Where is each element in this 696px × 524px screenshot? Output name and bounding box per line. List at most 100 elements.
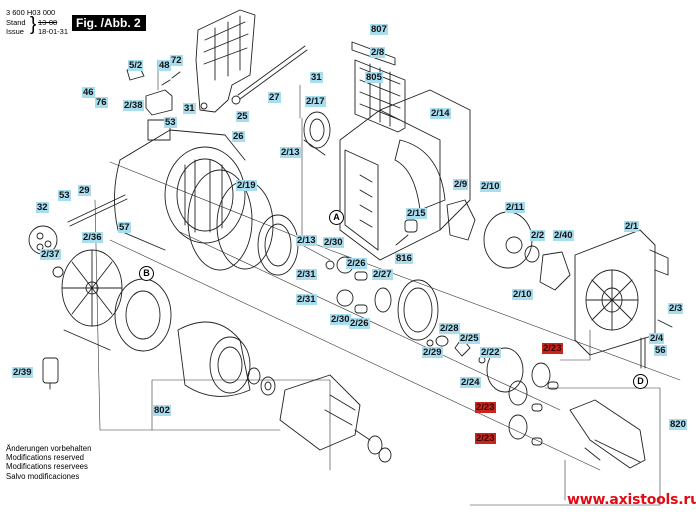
document-number: 3 600 H03 000 [6, 8, 56, 17]
part-label-2-31[interactable]: 2/31 [296, 269, 317, 280]
part-label-46[interactable]: 46 [82, 87, 95, 98]
shaft-29 [67, 194, 128, 227]
rings-2-19 [187, 169, 274, 271]
part-label-2-2[interactable]: 2/2 [530, 230, 546, 241]
part-label-32[interactable]: 32 [36, 202, 49, 213]
internal-ring-gear [397, 279, 439, 341]
part-label-2-36[interactable]: 2/36 [82, 232, 103, 243]
part-label-2-26[interactable]: 2/26 [349, 318, 370, 329]
part-label-2-38[interactable]: 2/38 [123, 100, 144, 111]
part-label-2-23[interactable]: 2/23 [475, 402, 496, 413]
deflector-plate [195, 9, 256, 113]
part-label-48[interactable]: 48 [158, 60, 171, 71]
part-label-2-31[interactable]: 2/31 [296, 294, 317, 305]
part-label-76[interactable]: 76 [95, 97, 108, 108]
part-label-2-30[interactable]: 2/30 [323, 237, 344, 248]
part-label-2-10[interactable]: 2/10 [480, 181, 501, 192]
part-label-2-26[interactable]: 2/26 [346, 258, 367, 269]
gasket-2-9 [446, 199, 476, 241]
motor-housing [113, 119, 246, 251]
reference-marker-b: B [139, 266, 154, 281]
part-label-2-13[interactable]: 2/13 [280, 147, 301, 158]
note-line: Modifications reservees [6, 462, 88, 472]
part-label-2-13[interactable]: 2/13 [296, 235, 317, 246]
pump-housing-2-14 [339, 89, 471, 261]
part-label-31[interactable]: 31 [310, 72, 323, 83]
pinion-parts [426, 335, 524, 393]
washer-2-37 [52, 266, 64, 278]
screw-2-15 [395, 219, 418, 246]
bolt-2-3 [657, 319, 673, 328]
part-label-805[interactable]: 805 [365, 72, 383, 83]
output-gears-2-23 [508, 362, 559, 446]
leader-lines [94, 59, 681, 506]
part-label-57[interactable]: 57 [118, 222, 131, 233]
part-label-31[interactable]: 31 [183, 103, 196, 114]
part-label-2-10[interactable]: 2/10 [512, 289, 533, 300]
note-line: Modifications reserved [6, 453, 85, 463]
capacitor-2-39 [42, 357, 59, 390]
part-label-2-23[interactable]: 2/23 [475, 433, 496, 444]
part-label-816[interactable]: 816 [395, 253, 413, 264]
part-label-26[interactable]: 26 [232, 131, 245, 142]
pin-56 [640, 337, 646, 369]
part-label-27[interactable]: 27 [268, 92, 281, 103]
impeller-2-11 [483, 211, 533, 269]
stand-date: 13-08 [38, 18, 58, 27]
part-label-820[interactable]: 820 [669, 419, 687, 430]
brace-glyph: } [30, 14, 37, 35]
reference-marker-d: D [633, 374, 648, 389]
part-label-25[interactable]: 25 [236, 111, 249, 122]
part-label-5-2[interactable]: 5/2 [128, 60, 144, 71]
reference-marker-a: A [329, 210, 344, 225]
part-label-2-29[interactable]: 2/29 [422, 347, 443, 358]
part-label-2-39[interactable]: 2/39 [12, 367, 33, 378]
bushing-2-2 [524, 245, 540, 263]
armature [279, 374, 371, 451]
rod-27 [231, 45, 308, 105]
part-label-2-15[interactable]: 2/15 [406, 208, 427, 219]
issue-label: Issue [6, 27, 24, 36]
part-label-2-28[interactable]: 2/28 [439, 323, 460, 334]
fan-2-36 [61, 249, 123, 327]
part-label-2-19[interactable]: 2/19 [236, 180, 257, 191]
part-label-2-24[interactable]: 2/24 [460, 377, 481, 388]
part-label-2-22[interactable]: 2/22 [480, 347, 501, 358]
stator-802 [177, 321, 251, 397]
part-label-2-1[interactable]: 2/1 [624, 221, 640, 232]
end-bell [63, 278, 172, 352]
part-label-2-8[interactable]: 2/8 [370, 47, 386, 58]
part-label-2-27[interactable]: 2/27 [372, 269, 393, 280]
part-label-2-25[interactable]: 2/25 [459, 333, 480, 344]
part-label-2-40[interactable]: 2/40 [553, 230, 574, 241]
part-label-29[interactable]: 29 [78, 185, 91, 196]
watermark-link[interactable]: www.axistools.ru [567, 492, 696, 508]
output-shaft-820 [569, 399, 646, 469]
part-label-72[interactable]: 72 [170, 55, 183, 66]
part-label-53[interactable]: 53 [164, 117, 177, 128]
part-label-2-30[interactable]: 2/30 [330, 314, 351, 325]
pins-48-72 [161, 71, 181, 86]
part-label-2-9[interactable]: 2/9 [453, 179, 469, 190]
bearings [247, 367, 276, 396]
part-label-807[interactable]: 807 [370, 24, 388, 35]
part-label-2-37[interactable]: 2/37 [40, 249, 61, 260]
part-label-53[interactable]: 53 [58, 190, 71, 201]
note-line: Änderungen vorbehalten [6, 444, 92, 453]
part-label-2-3[interactable]: 2/3 [668, 303, 684, 314]
planet-gears [325, 256, 392, 314]
ring-gear [257, 214, 299, 276]
cover-2-40 [539, 251, 571, 291]
part-label-802[interactable]: 802 [153, 405, 171, 416]
part-label-2-4[interactable]: 2/4 [649, 333, 665, 344]
cap-2-17 [303, 111, 331, 156]
part-label-2-11[interactable]: 2/11 [505, 202, 525, 213]
figure-badge: Fig. /Abb. 2 [72, 15, 146, 31]
part-label-2-23[interactable]: 2/23 [542, 343, 563, 354]
part-label-2-17[interactable]: 2/17 [305, 96, 326, 107]
part-label-56[interactable]: 56 [654, 345, 667, 356]
part-label-2-14[interactable]: 2/14 [430, 108, 451, 119]
note-line: Salvo modificaciones [6, 471, 80, 481]
